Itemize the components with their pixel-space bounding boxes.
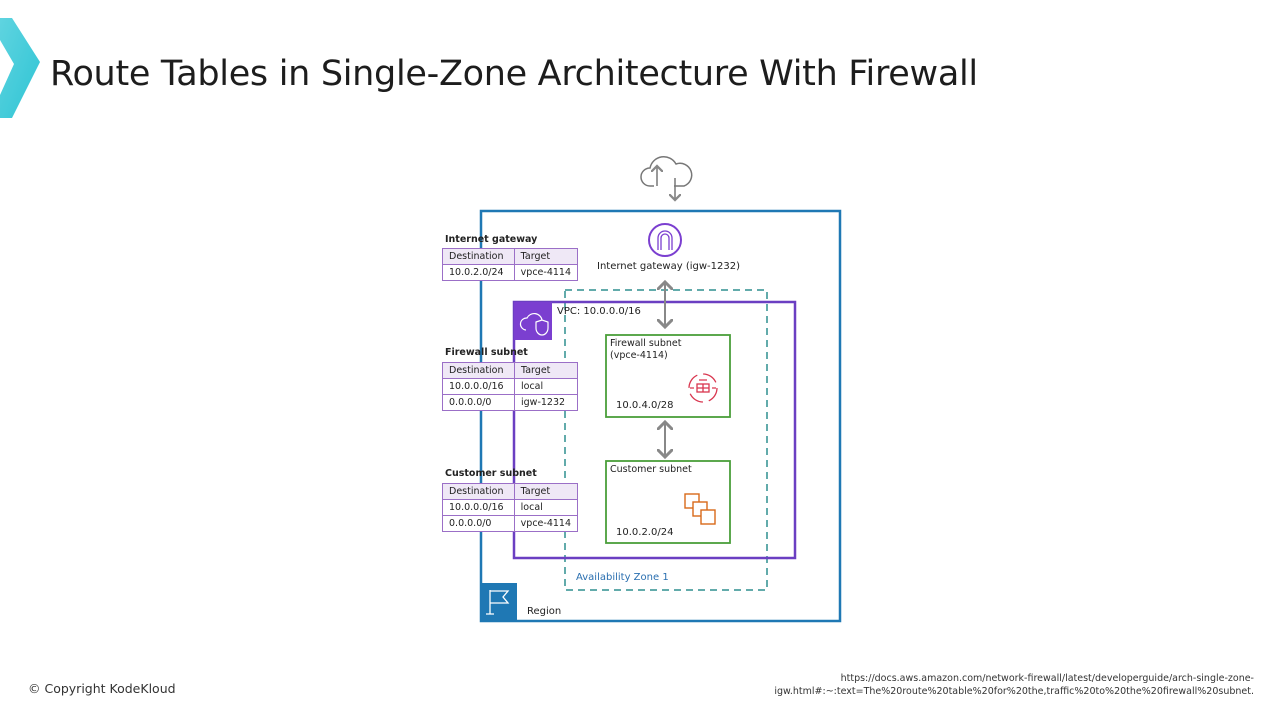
cloud-shield-icon — [519, 312, 549, 336]
firewall-subnet-cidr: 10.0.4.0/28 — [616, 400, 674, 411]
igw-table-title: Internet gateway — [445, 234, 538, 245]
copyright: © Copyright KodeKloud — [28, 681, 176, 696]
region-icon — [480, 583, 517, 621]
instances-icon — [684, 493, 716, 525]
header-destination: Destination — [442, 362, 515, 379]
customer-subnet-box — [605, 460, 731, 544]
logo-chevron — [0, 18, 40, 118]
region-box — [479, 209, 842, 623]
customer-subnet-name: Customer subnet — [610, 464, 692, 475]
header-destination: Destination — [442, 248, 515, 265]
customer-subnet-cidr: 10.0.2.0/24 — [616, 527, 674, 538]
header-destination: Destination — [442, 483, 515, 500]
firewall-icon — [688, 373, 718, 403]
flag-icon — [486, 590, 510, 615]
page-title: Route Tables in Single-Zone Architecture… — [50, 54, 978, 94]
firewall-table-title: Firewall subnet — [445, 347, 528, 358]
header-target: Target — [513, 483, 579, 500]
region-label: Region — [527, 606, 562, 617]
firewall-subnet-name: Firewall subnet — [610, 338, 682, 349]
firewall-subnet-sub: (vpce-4114) — [610, 350, 668, 361]
header-target: Target — [514, 362, 578, 379]
igw-label: Internet gateway (igw-1232) — [597, 261, 741, 272]
vpc-label: VPC: 10.0.0.0/16 — [557, 306, 641, 317]
internet-cloud-icon — [640, 156, 693, 187]
az-label: Availability Zone 1 — [576, 572, 669, 583]
internet-gateway-icon — [648, 223, 682, 257]
customer-table-title: Customer subnet — [445, 468, 537, 479]
source-link[interactable]: https://docs.aws.amazon.com/network-fire… — [774, 673, 1254, 697]
header-target: Target — [513, 248, 579, 265]
vpc-box — [512, 300, 797, 560]
